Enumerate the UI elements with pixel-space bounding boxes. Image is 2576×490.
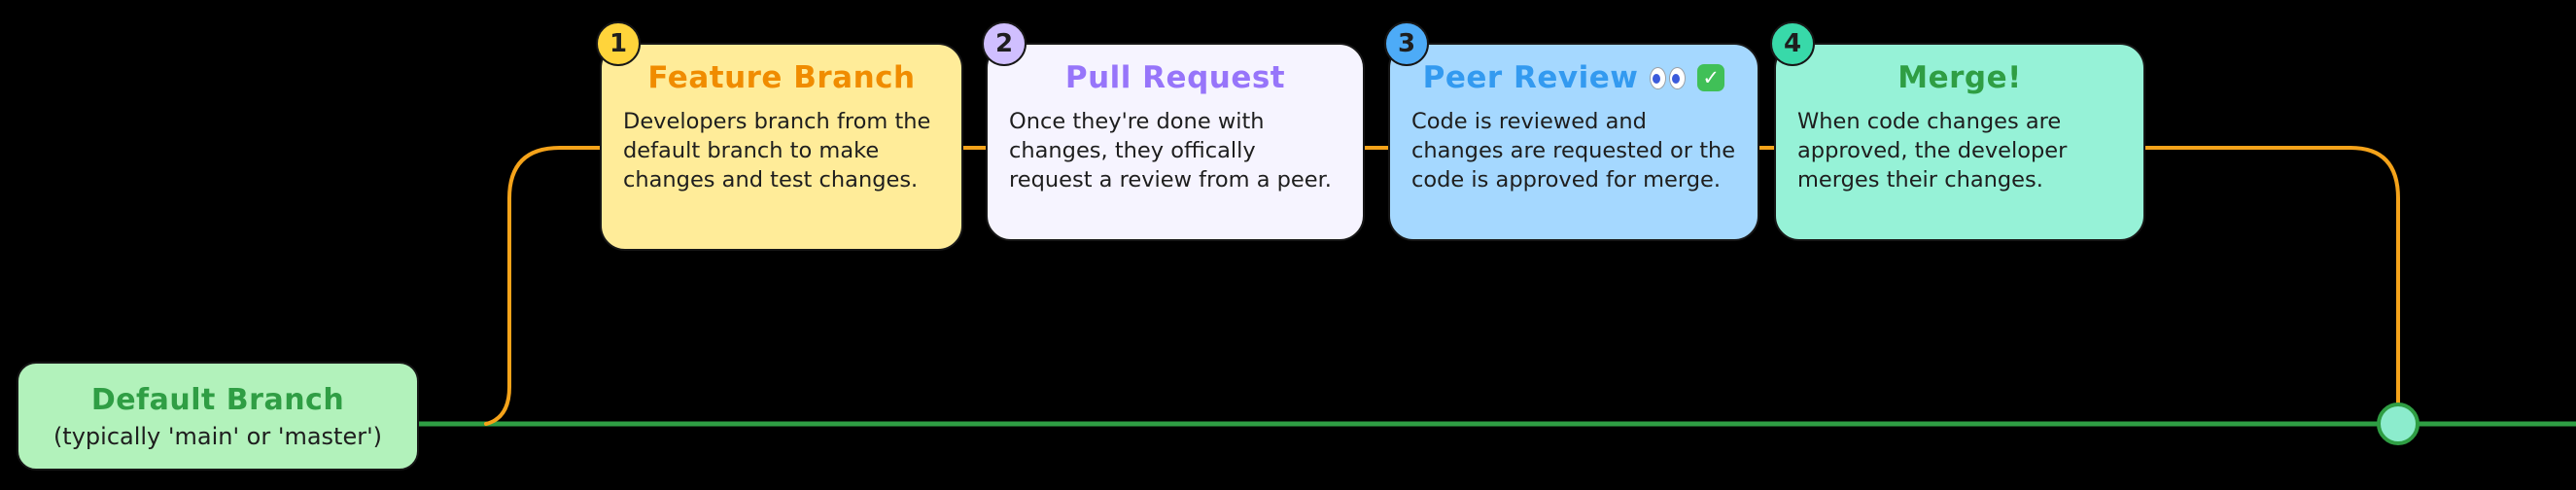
default-branch-card: Default Branch (typically 'main' or 'mas… [17, 362, 419, 471]
default-branch-title: Default Branch [90, 382, 345, 417]
step-number-badge: 2 [982, 21, 1027, 66]
step-description: Code is reviewed and changes are request… [1411, 109, 1736, 193]
step-description: Once they're done with changes, they off… [1009, 109, 1332, 193]
step-number: 4 [1783, 29, 1802, 58]
eyes-icon [1650, 66, 1687, 89]
step-number: 3 [1397, 29, 1416, 58]
eye-left [1650, 66, 1667, 89]
step-description: When code changes are approved, the deve… [1797, 109, 2068, 193]
step-title: Pull Request [1064, 60, 1286, 95]
step-description: Developers branch from the default branc… [623, 109, 931, 193]
eye-right [1669, 66, 1687, 89]
step-number: 1 [609, 29, 628, 58]
step-title: Peer Review ✓ [1411, 60, 1736, 95]
step-number: 2 [994, 29, 1014, 58]
step-card-merge: 4 Merge! When code changes are approved,… [1770, 21, 2145, 241]
step-card-pull-request: 2 Pull Request Once they're done with ch… [982, 21, 1365, 241]
step-title: Merge! [1897, 60, 2022, 95]
merge-commit-node [2377, 402, 2419, 445]
feature-branch-path [484, 146, 2400, 426]
check-icon: ✓ [1697, 64, 1725, 91]
step-number-badge: 1 [596, 21, 641, 66]
default-branch-subtitle: (typically 'main' or 'master') [52, 422, 383, 450]
step-card-feature-branch: 1 Feature Branch Developers branch from … [596, 21, 963, 251]
step-number-badge: 4 [1770, 21, 1815, 66]
step-title: Feature Branch [647, 60, 916, 95]
step-number-badge: 3 [1384, 21, 1429, 66]
step-card-peer-review: 3 Peer Review ✓ Code is reviewed and cha… [1384, 21, 1759, 241]
